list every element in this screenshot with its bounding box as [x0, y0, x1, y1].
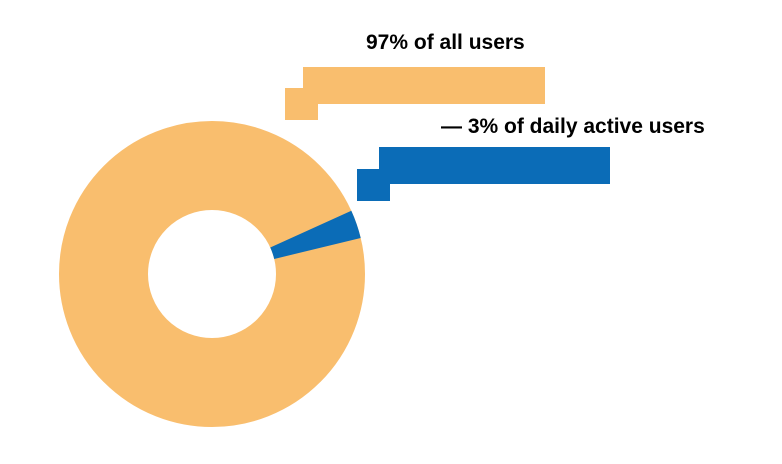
blue-callout-bar: [379, 147, 610, 184]
blue-callout-elbow: [357, 169, 390, 201]
donut-ring-orange: [59, 121, 365, 427]
donut-slice-blue: [270, 210, 361, 259]
orange-callout-bar: [303, 67, 545, 104]
donut-chart-svg: [59, 121, 365, 427]
donut-chart: [50, 112, 374, 436]
orange-slice-label: 97% of all users: [366, 31, 525, 54]
blue-slice-label: — 3% of daily active users: [441, 115, 705, 138]
orange-callout-elbow: [285, 88, 318, 120]
